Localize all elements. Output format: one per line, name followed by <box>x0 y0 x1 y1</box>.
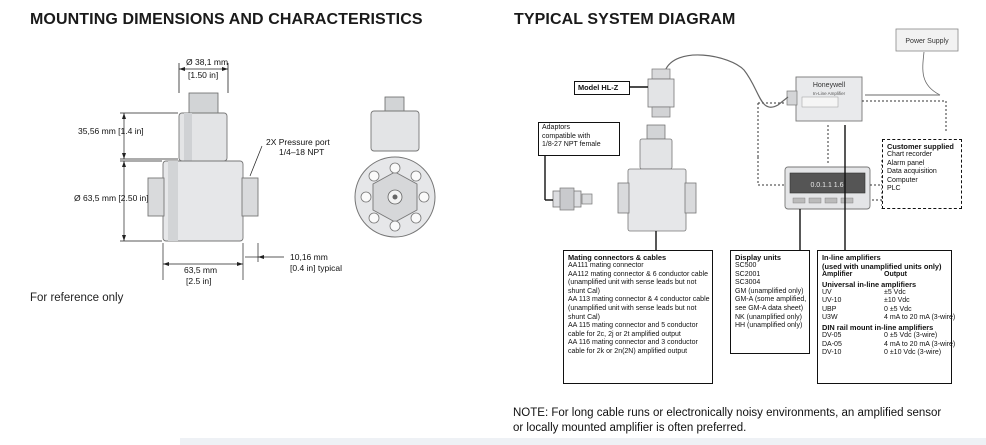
amp-name: In-Line Amplifier <box>813 91 846 96</box>
inline-header-output: Output <box>884 271 907 278</box>
top-connector <box>647 78 675 108</box>
model-label: Model HL-Z <box>578 83 619 92</box>
mating-connectors-box: Mating connectors & cables AA111 mating … <box>563 250 713 384</box>
display-line: GM (unamplified only) <box>735 287 804 295</box>
mating-title: Mating connectors & cables <box>568 253 667 262</box>
mating-line: (unamplified unit with sense leads but n… <box>568 304 697 312</box>
dim-port-length-mm: 10,16 mm <box>290 252 328 262</box>
amp-output: 4 mA to 20 mA (3-wire) <box>884 314 956 322</box>
mounting-heading: MOUNTING DIMENSIONS AND CHARACTERISTICS <box>30 11 423 28</box>
mating-line: AA 115 mating connector and 5 conductor <box>568 322 698 330</box>
sensor-cap <box>646 124 666 140</box>
customer-item: Chart recorder <box>887 151 933 158</box>
note-line-1: NOTE: For long cable runs or electronica… <box>513 407 942 419</box>
mounting-drawing <box>120 63 436 280</box>
amp-model: UV <box>822 288 832 296</box>
amp-model: DV-05 <box>822 331 842 339</box>
inline-din-heading: DIN rail mount in-line amplifiers <box>822 322 934 332</box>
customer-item: Alarm panel <box>887 159 925 167</box>
customer-item: Computer <box>887 176 918 184</box>
dim-top-in: [1.50 in] <box>188 70 219 80</box>
bolt-holes <box>360 162 430 232</box>
bottom-divider <box>180 438 986 445</box>
display-title: Display units <box>735 253 781 262</box>
sensor-housing <box>639 138 673 170</box>
reference-note: For reference only <box>30 292 124 304</box>
dim-body-width-mm: 63,5 mm <box>184 265 218 275</box>
customer-supplied-box: Customer supplied Chart recorder Alarm p… <box>882 139 962 209</box>
display-line: SC2001 <box>735 270 761 278</box>
amp-output: 4 mA to 20 mA (3-wire) <box>884 340 956 348</box>
dim-body-width-in: [2.5 in] <box>186 276 212 286</box>
customer-item: Data acquisition <box>887 168 937 176</box>
customer-title: Customer supplied <box>887 142 954 151</box>
dim-top-mm: Ø 38,1 mm <box>186 57 229 67</box>
power-supply-box <box>895 28 959 52</box>
system-diagram-heading: TYPICAL SYSTEM DIAGRAM <box>514 11 736 28</box>
amp-output: ±10 Vdc <box>884 297 910 305</box>
mating-line: cable for 2k or 2n(2N) amplified output <box>568 347 688 355</box>
display-line: SC500 <box>735 262 757 269</box>
display-units-box: Display units SC500 SC2001 SC3004 GM (un… <box>730 250 810 354</box>
right-port <box>241 177 259 217</box>
amp-model: UV-10 <box>822 297 842 305</box>
end-view-cap <box>384 96 405 112</box>
display-line: GM-A (some amplified, <box>735 296 807 304</box>
inline-universal-heading: Universal in-line amplifiers <box>822 279 917 289</box>
mating-line: (unamplified unit with sense leads but n… <box>568 279 697 287</box>
adaptors-line: compatible with <box>542 132 591 140</box>
dim-port-length-in: [0.4 in] typical <box>290 263 342 273</box>
display-line: NK (unamplified only) <box>735 313 802 321</box>
system-diagram: 0.0.1.1 1.6 Honeywell In-Line Amplifier … <box>544 28 959 250</box>
left-port <box>147 177 165 217</box>
amp-brand: Honeywell <box>813 82 846 89</box>
note-line-2: or locally mounted amplifier is often pr… <box>513 422 747 434</box>
amp-model: U3W <box>822 314 838 322</box>
mating-line: AA 116 mating connector and 3 conductor <box>568 339 698 347</box>
sensor-body <box>627 168 687 232</box>
power-supply-label: Power Supply <box>905 38 949 45</box>
adaptors-line: 1/8-27 NPT female <box>542 141 601 149</box>
display-readout: 0.0.1.1 1.6 <box>810 182 843 189</box>
mating-line: AA 113 mating connector & 4 conductor ca… <box>568 296 710 304</box>
amp-output: 0 ±10 Vdc (3-wire) <box>884 349 942 357</box>
amp-model: UBP <box>822 305 837 313</box>
display-line: HH (unamplified only) <box>735 322 803 330</box>
amp-model: DA-05 <box>822 340 842 348</box>
customer-item: PLC <box>887 185 901 193</box>
pressure-port-label: 2X Pressure port <box>266 137 330 147</box>
adaptors-line: Adaptors <box>542 124 571 131</box>
amp-model: DV-10 <box>822 349 842 357</box>
inline-header-amplifier: Amplifier <box>822 271 853 278</box>
connector-cap <box>188 92 219 114</box>
display-line: SC3004 <box>735 279 761 287</box>
mating-line: AA112 mating connector & 6 conductor cab… <box>568 270 708 278</box>
dim-body-diameter: Ø 63,5 mm [2.50 in] <box>74 193 149 203</box>
display-line: see GM-A data sheet) <box>735 304 804 312</box>
pressure-port-thread: 1/4–18 NPT <box>279 147 325 157</box>
inline-title: In-line amplifiers <box>822 253 881 262</box>
end-view-housing <box>370 110 420 152</box>
inline-amplifiers-box: In-line amplifiers (used with unamplifie… <box>817 250 956 384</box>
dim-height: 35,56 mm [1.4 in] <box>78 126 144 136</box>
amp-output: 0 ±5 Vdc <box>884 305 912 313</box>
mating-line: AA111 mating connector <box>568 262 644 269</box>
mating-line: shunt Cal) <box>568 313 600 321</box>
mating-line: shunt Cal) <box>568 287 600 295</box>
amp-output: ±5 Vdc <box>884 288 906 296</box>
adaptors-box: Adaptors compatible with 1/8-27 NPT fema… <box>538 122 620 156</box>
model-label-box: Model HL-Z <box>574 81 630 95</box>
amp-output: 0 ±5 Vdc (3-wire) <box>884 331 938 339</box>
mating-line: cable for 2c, 2j or 2t amplified output <box>568 330 681 338</box>
inline-subtitle: (used with unamplified units only) <box>822 262 942 271</box>
